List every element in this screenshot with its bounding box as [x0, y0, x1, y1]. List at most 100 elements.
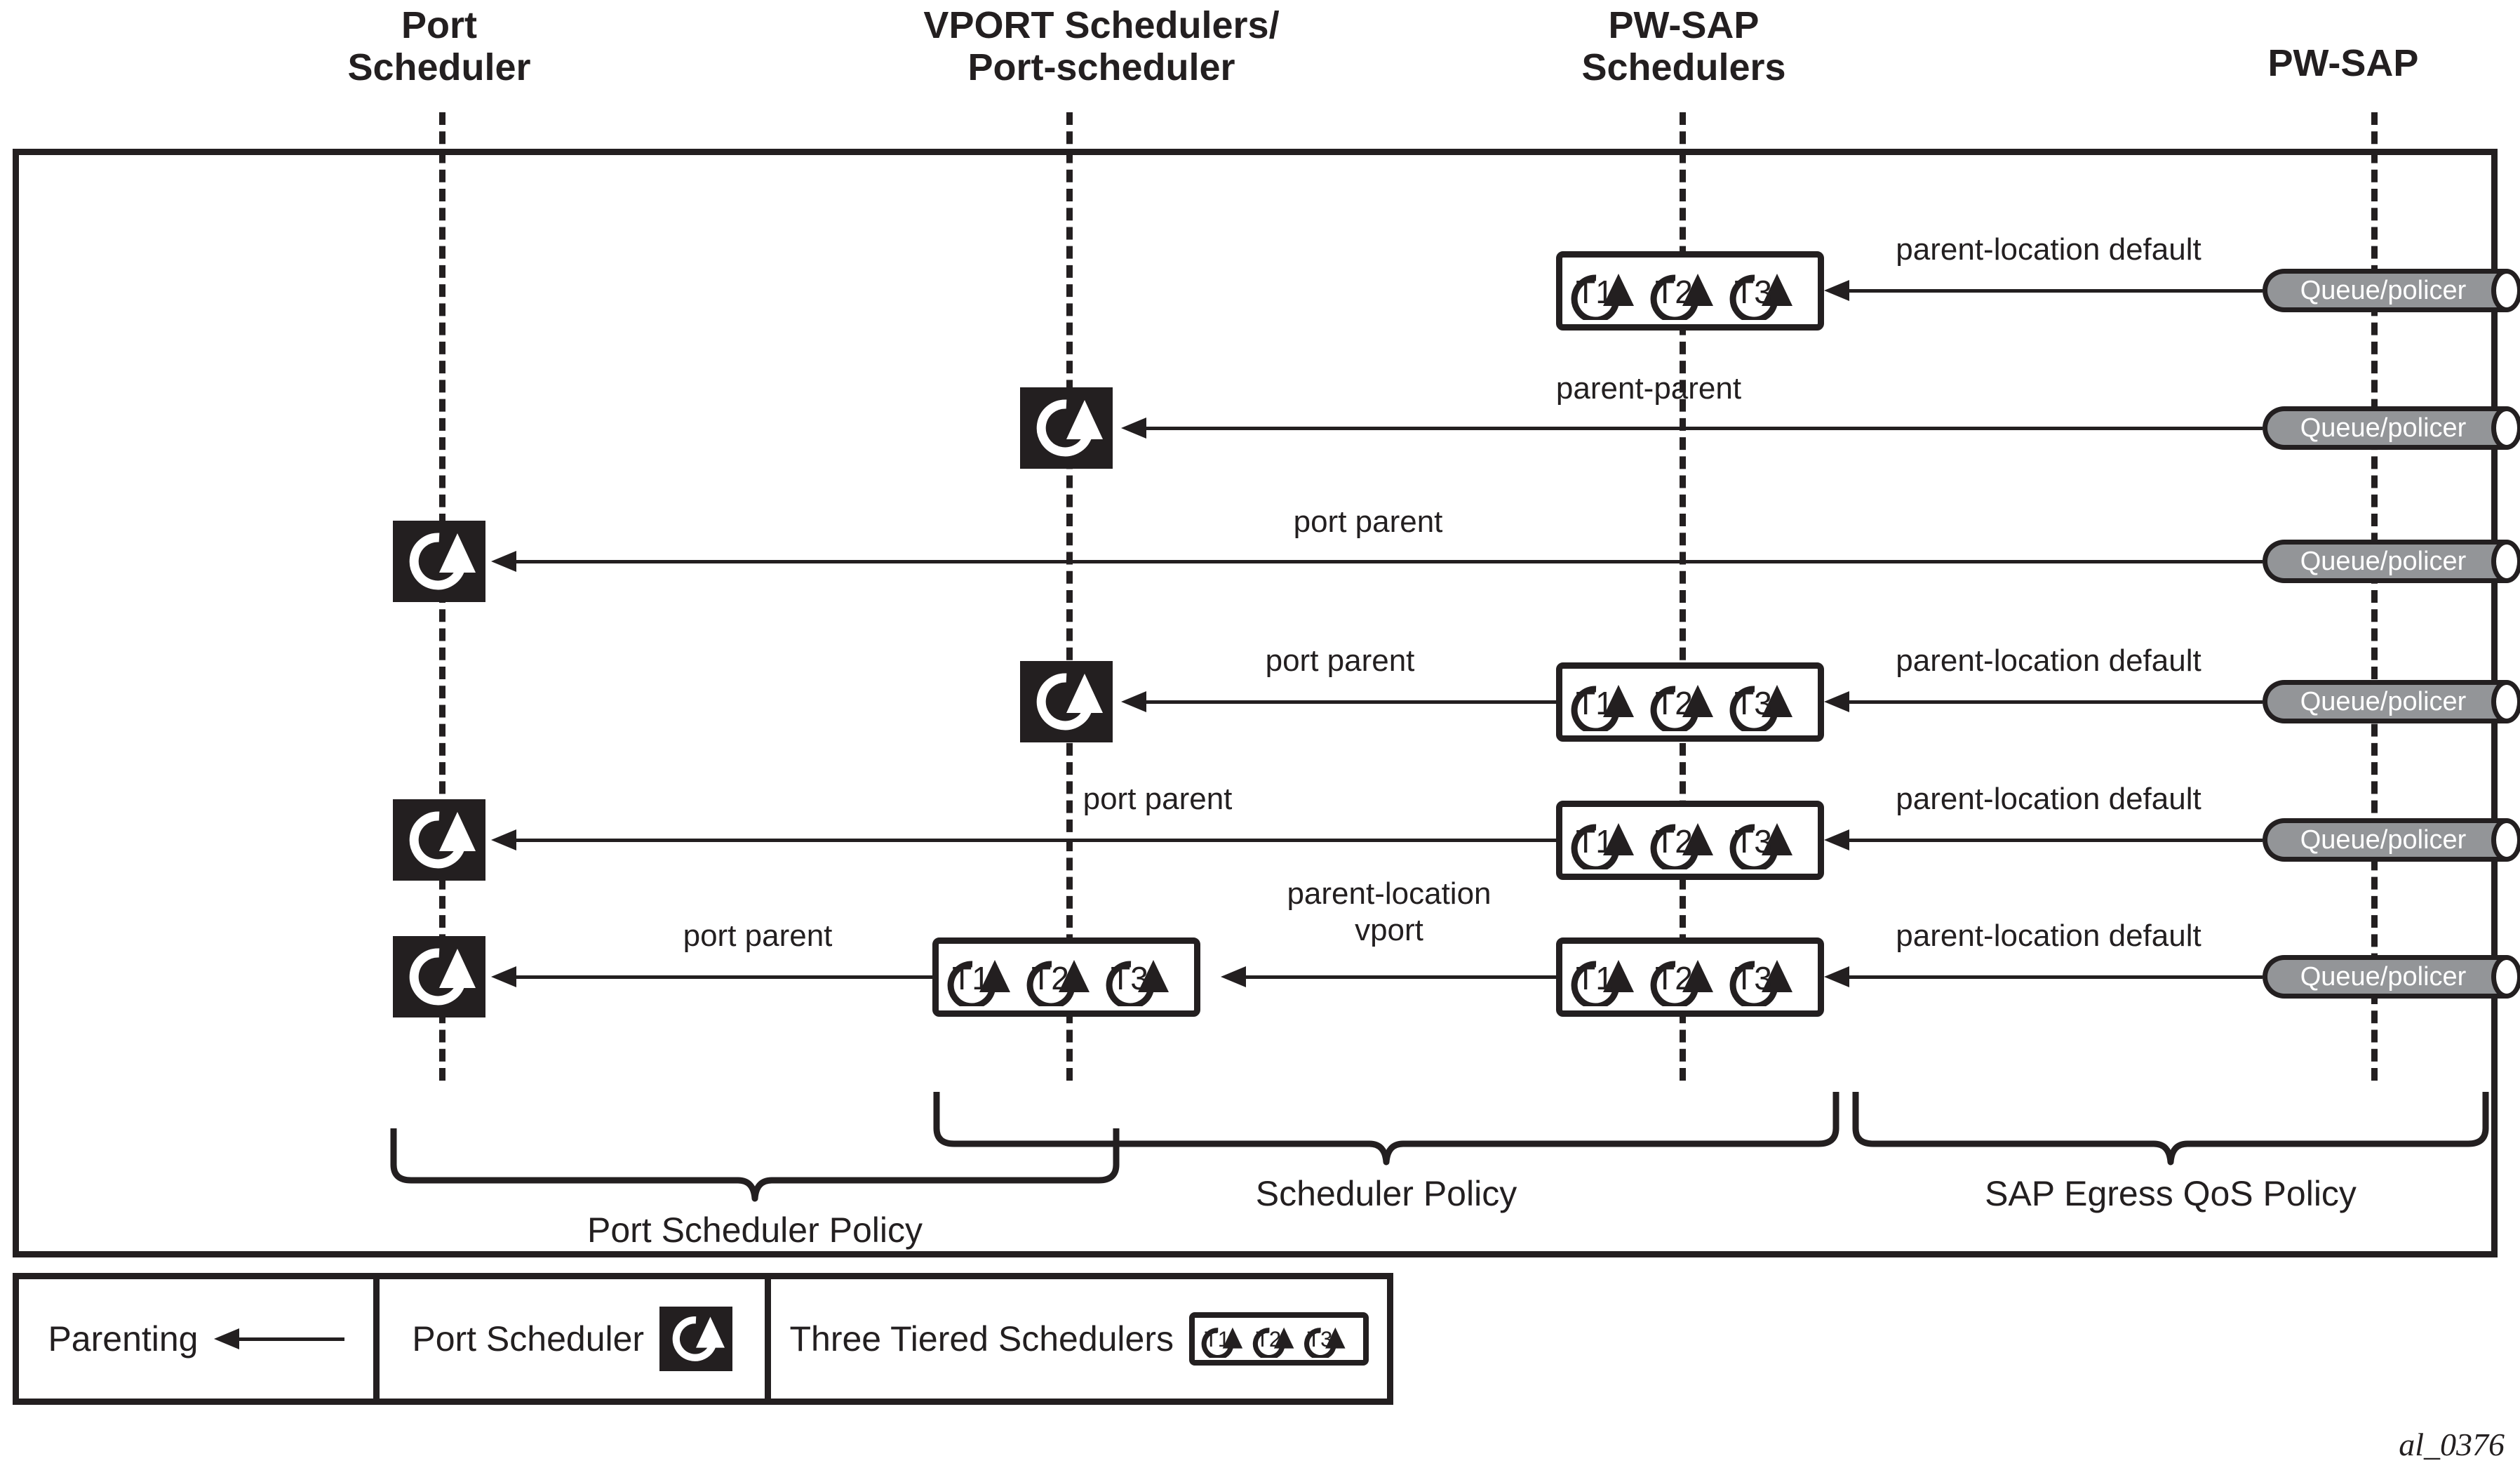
port-scheduler-node	[393, 799, 485, 881]
queue-policer: Queue/policer	[2263, 269, 2520, 312]
curly-brace-icon	[933, 1092, 1839, 1166]
parenting-arrow	[1824, 829, 2263, 850]
queue-policer-cap	[2491, 406, 2520, 450]
parenting-arrow	[1824, 691, 2263, 712]
parenting-arrow	[491, 551, 2263, 572]
three-tiered-scheduler: T1 T2 T3	[1556, 801, 1824, 880]
queue-policer-label: Queue/policer	[2300, 962, 2467, 992]
svg-text:T1: T1	[1576, 685, 1614, 721]
svg-text:T1: T1	[1576, 960, 1614, 996]
svg-text:T1: T1	[1205, 1327, 1230, 1351]
port-scheduler-icon	[409, 533, 476, 590]
column-header-line1: Port	[401, 4, 477, 46]
three-tiered-scheduler: T1 T2 T3	[1556, 662, 1824, 742]
arrow-shaft	[1844, 700, 2263, 704]
three-tiered-scheduler-icon: T1 T2 T3	[1571, 959, 1792, 1006]
svg-text:T2: T2	[1655, 685, 1693, 721]
column-header-port-scheduler: Port Scheduler	[285, 4, 594, 88]
column-guide-vport	[1066, 112, 1073, 1081]
queue-policer-cap	[2491, 269, 2520, 312]
parenting-arrow	[1824, 280, 2263, 301]
three-tiered-scheduler-icon: T1 T2 T3	[947, 959, 1169, 1006]
svg-text:T3: T3	[1307, 1327, 1332, 1351]
legend-divider	[373, 1279, 380, 1399]
svg-text:T2: T2	[1655, 823, 1693, 860]
bracket-sap-egress-qos-policy	[1852, 1092, 2489, 1170]
arrow-shaft	[511, 560, 2263, 563]
port-scheduler-node	[1020, 387, 1113, 469]
column-header-line2: Schedulers	[1581, 46, 1786, 88]
bracket-port-scheduler-policy	[390, 1128, 1120, 1207]
queue-policer: Queue/policer	[2263, 818, 2520, 862]
queue-policer: Queue/policer	[2263, 680, 2520, 723]
arrow-shaft	[1844, 975, 2263, 979]
port-scheduler-node	[393, 521, 485, 602]
three-tiered-scheduler-icon: T1 T2 T3	[1571, 273, 1792, 320]
svg-text:T2: T2	[1031, 960, 1069, 996]
queue-policer-label: Queue/policer	[2300, 413, 2467, 443]
arrow-shaft	[1141, 427, 2263, 430]
link-label-parent-location-default: parent-location default	[1896, 919, 2201, 953]
svg-text:T2: T2	[1655, 274, 1693, 310]
policy-label-port-scheduler-policy: Port Scheduler Policy	[587, 1210, 923, 1250]
queue-policer: Queue/policer	[2263, 540, 2520, 583]
port-scheduler-icon	[409, 948, 476, 1006]
three-tiered-scheduler-icon: T1 T2 T3	[1189, 1312, 1369, 1366]
column-header-line1: PW-SAP	[1608, 4, 1760, 46]
bracket-scheduler-policy	[933, 1092, 1839, 1170]
queue-policer-label: Queue/policer	[2300, 825, 2467, 855]
link-label-port-parent: port parent	[1265, 643, 1415, 678]
column-header-line2: Scheduler	[347, 46, 531, 88]
queue-policer-body	[2263, 955, 2507, 999]
column-header-pwsap: PW-SAP	[2182, 42, 2505, 84]
link-label-parent-location-default: parent-location default	[1896, 782, 2201, 816]
three-tiered-scheduler: T1 T2 T3	[1556, 251, 1824, 331]
link-label-parent-location-default: parent-location default	[1896, 232, 2201, 267]
legend-item-port-scheduler: Port Scheduler	[380, 1279, 765, 1399]
parenting-arrow	[1824, 966, 2263, 987]
link-label-port-parent: port parent	[1083, 782, 1233, 816]
column-guide-pwsap-schedulers	[1680, 112, 1686, 1081]
queue-policer-label: Queue/policer	[2300, 547, 2467, 576]
legend: Parenting Port Scheduler Three Tiered Sc…	[13, 1273, 1393, 1405]
parenting-arrow	[491, 966, 932, 987]
arrow-shaft	[1844, 289, 2263, 293]
svg-text:T2: T2	[1256, 1327, 1281, 1351]
three-tiered-scheduler-icon: T1 T2 T3	[1571, 822, 1792, 869]
queue-policer-body	[2263, 406, 2507, 450]
queue-policer-cap	[2491, 540, 2520, 583]
arrow-shaft	[511, 975, 932, 979]
queue-policer: Queue/policer	[2263, 406, 2520, 450]
link-label-parent-location-vport: parent-location vport	[1221, 876, 1557, 949]
port-scheduler-glyph	[672, 1316, 725, 1361]
svg-text:T1: T1	[1576, 823, 1614, 860]
three-tiered-scheduler-icon: T1 T2 T3	[1571, 684, 1792, 731]
link-label-port-parent: port parent	[1293, 505, 1443, 539]
column-header-pwsap-schedulers: PW-SAP Schedulers	[1473, 4, 1894, 88]
svg-text:T3: T3	[1734, 823, 1772, 860]
column-header-line1: VPORT Schedulers/	[923, 4, 1280, 46]
link-label-parent-location-default: parent-location default	[1896, 643, 2201, 678]
port-scheduler-node	[1020, 661, 1113, 742]
policy-label-sap-egress-qos-policy: SAP Egress QoS Policy	[1985, 1174, 2357, 1213]
queue-policer-body	[2263, 818, 2507, 862]
queue-policer-cap	[2491, 680, 2520, 723]
port-scheduler-node	[393, 936, 485, 1017]
legend-item-parenting: Parenting	[19, 1279, 373, 1399]
queue-policer-body	[2263, 269, 2507, 312]
three-tiered-scheduler: T1 T2 T3	[1556, 937, 1824, 1017]
three-tiered-scheduler-glyph: T1 T2 T3	[1201, 1327, 1346, 1358]
queue-policer-body	[2263, 540, 2507, 583]
column-header-line1: PW-SAP	[2267, 42, 2419, 84]
arrow-shaft	[1240, 975, 1556, 979]
curly-brace-icon	[1852, 1092, 2489, 1166]
link-label-line1: parent-location	[1287, 876, 1492, 911]
queue-policer-label: Queue/policer	[2300, 687, 2467, 716]
queue-policer-cap	[2491, 818, 2520, 862]
column-header-line2: Port-scheduler	[967, 46, 1235, 88]
port-scheduler-icon	[409, 811, 476, 869]
queue-policer: Queue/policer	[2263, 955, 2520, 999]
svg-text:T3: T3	[1734, 274, 1772, 310]
link-label-parent-parent: parent-parent	[1555, 371, 1742, 406]
